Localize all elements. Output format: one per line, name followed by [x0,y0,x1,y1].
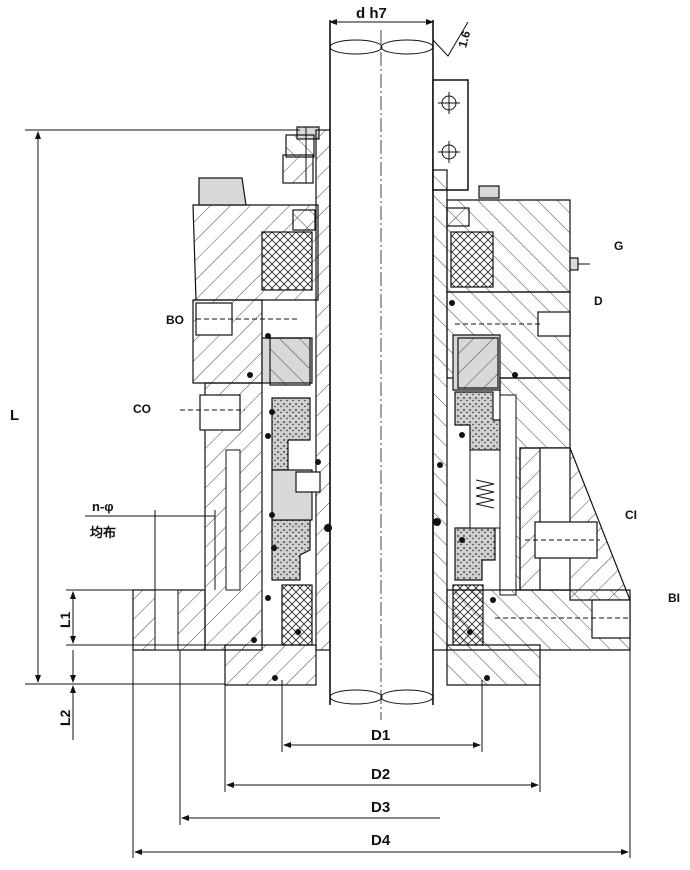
port-d-label: D [594,294,603,308]
dim-l-label: L [10,407,19,424]
hole-callout: n-φ 均布 [85,499,216,590]
dim-d3-label: D3 [371,799,390,816]
right-section [432,79,631,686]
roughness-label: 1.6 [455,29,473,49]
shaft [329,20,434,720]
dim-l1-label: L1 [57,611,73,628]
port-ci-label: CI [625,508,637,522]
port-co-label: CO [133,402,151,416]
hole-spec-label: n-φ [92,499,114,514]
shaft-dimension: d h7 1.6 [329,5,473,57]
hole-note-label: 均布 [90,525,116,540]
port-bi-label: BI [668,591,680,605]
horizontal-dimensions: D1 D2 D3 D4 [132,600,631,858]
vertical-dimensions: L L1 L2 [10,129,300,740]
dim-d2-label: D2 [371,766,390,783]
port-g-label: G [614,239,623,253]
left-section [132,126,332,686]
dim-l2-label: L2 [57,709,73,726]
port-bo-label: BO [166,313,184,327]
dim-d1-label: D1 [371,727,390,744]
shaft-label: d h7 [356,5,387,22]
dim-d4-label: D4 [371,832,391,849]
